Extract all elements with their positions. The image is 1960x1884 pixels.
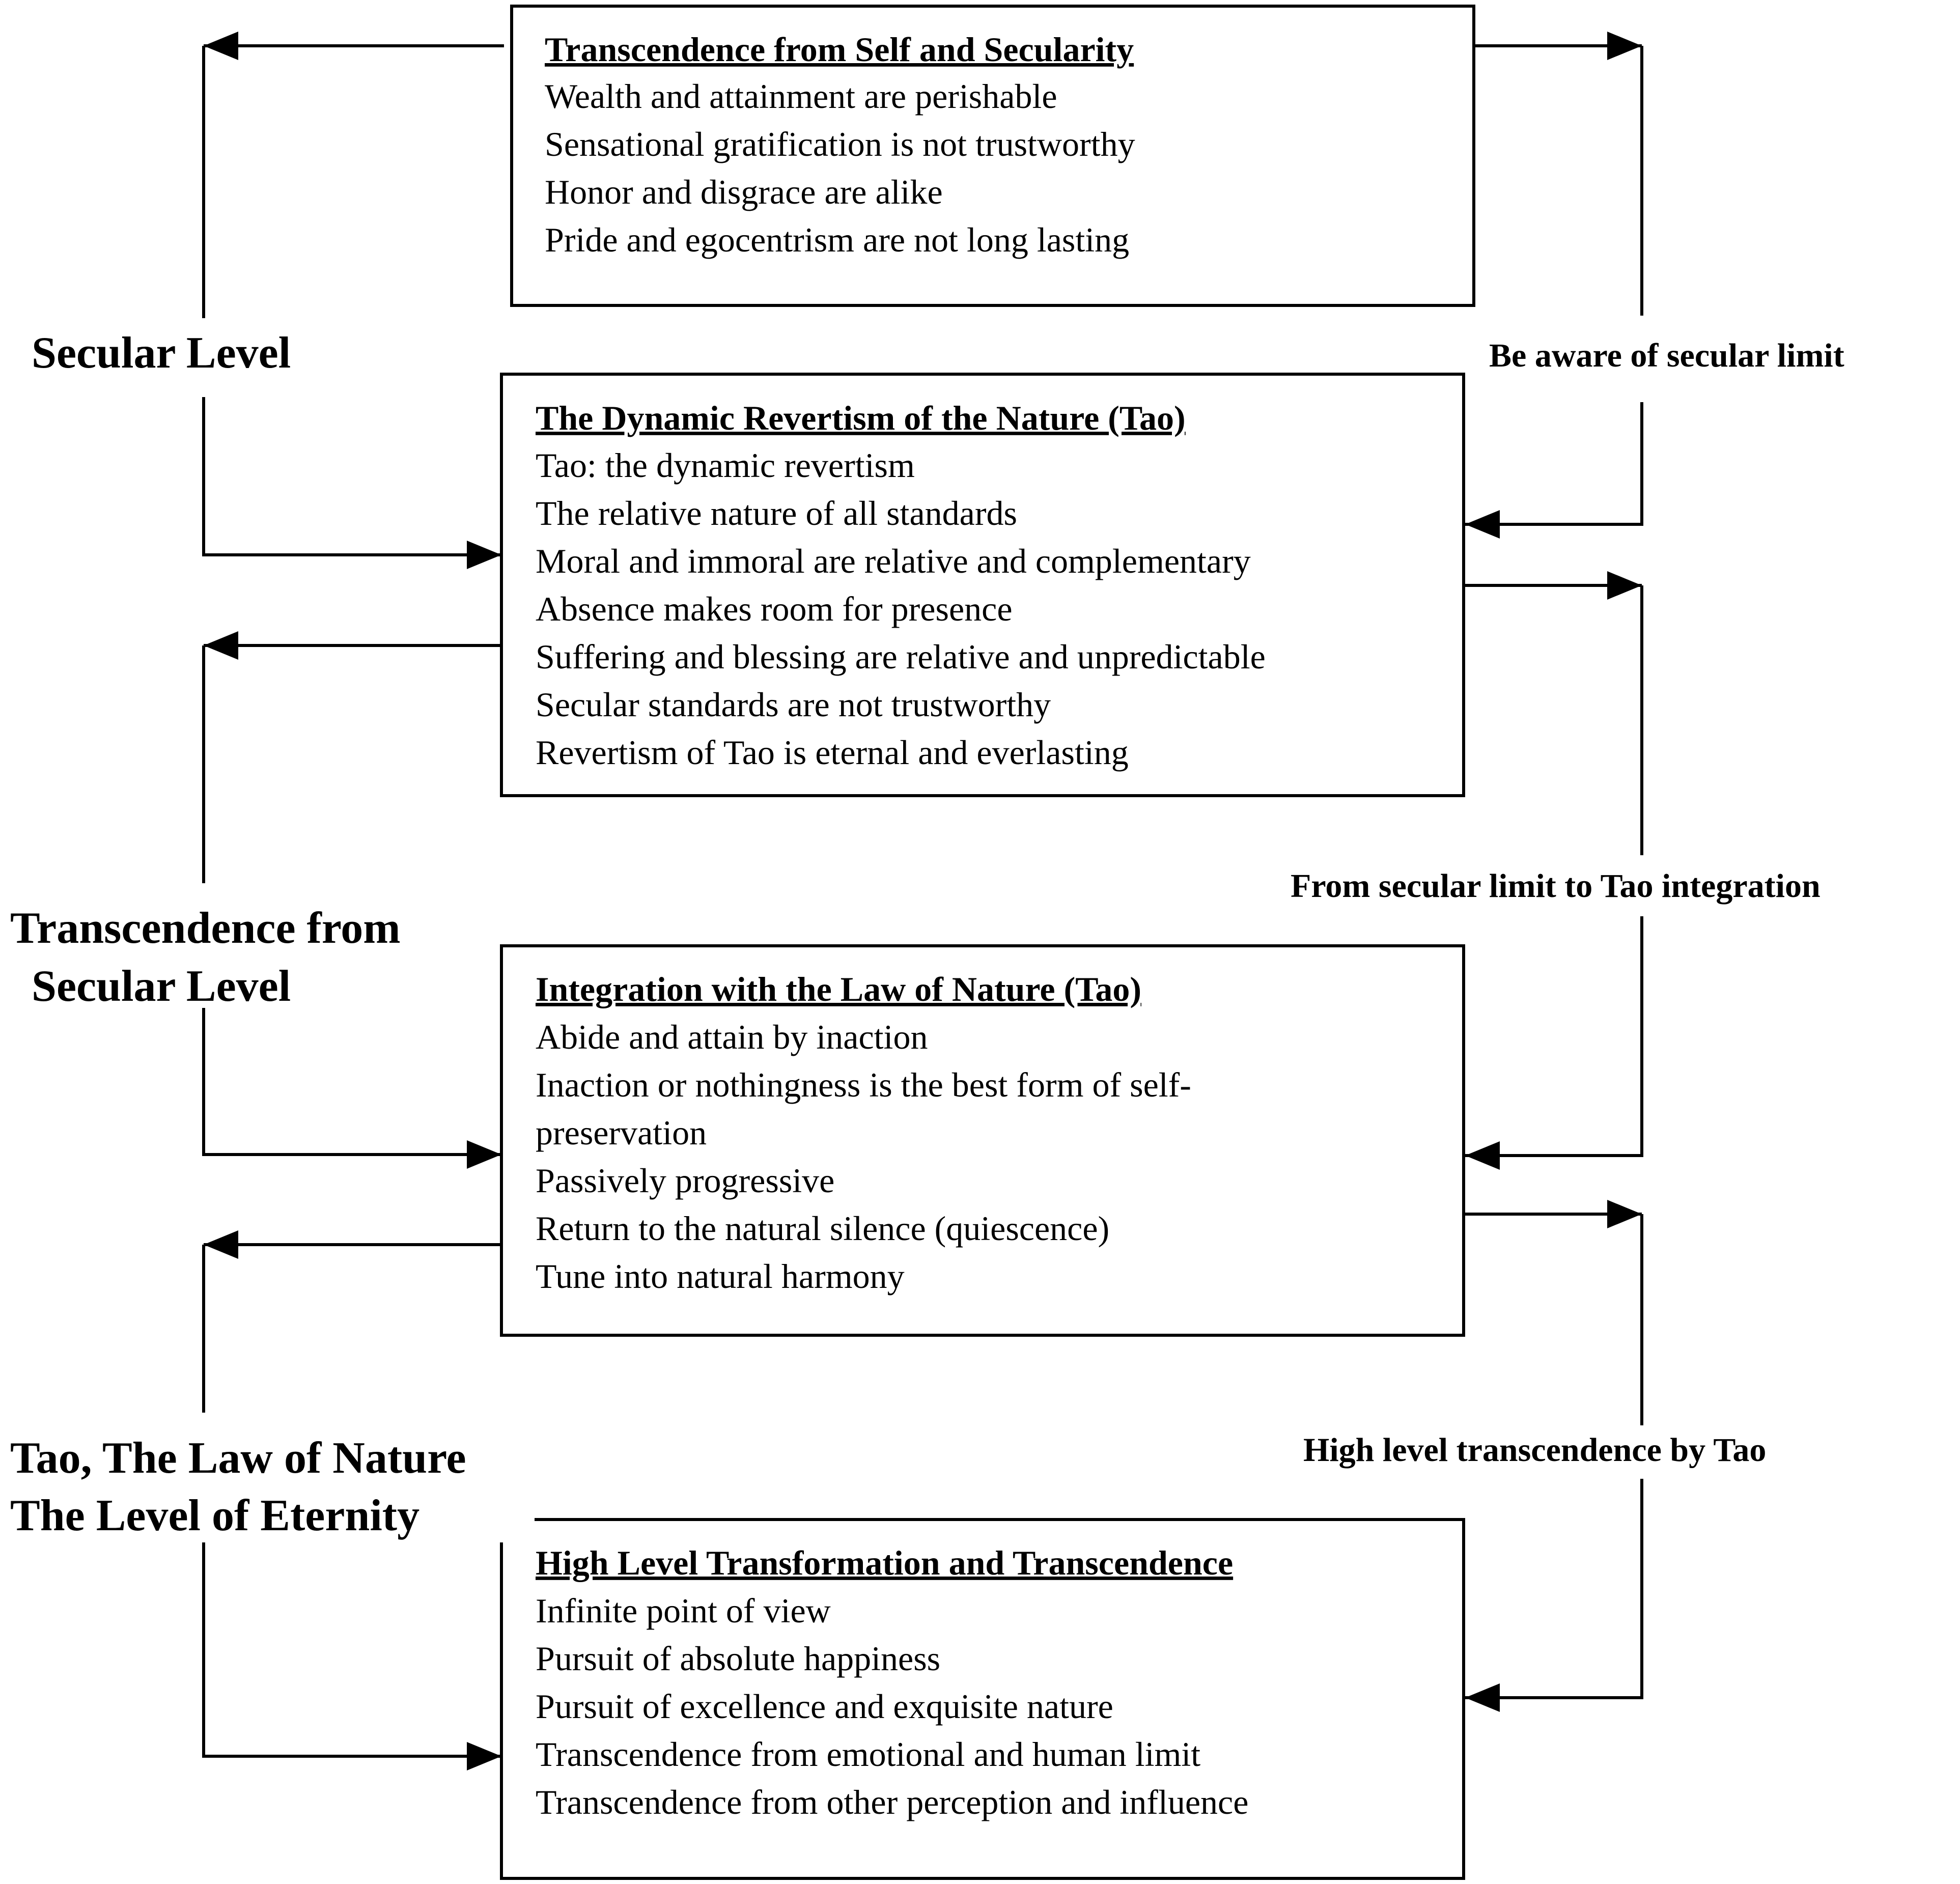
right-label-tao-integration: From secular limit to Tao integration: [1283, 855, 1957, 916]
right-connector-1-return-arrowhead: [1465, 510, 1500, 539]
right-label-secular-limit: Be aware of secular limit: [1479, 318, 1957, 402]
left-connector-2: [202, 631, 501, 1169]
left-label-line: Transcendence from: [10, 904, 401, 953]
box-line: Tao: the dynamic revertism: [536, 446, 915, 485]
box-title: Integration with the Law of Nature (Tao): [536, 970, 1141, 1008]
left-connector-2-arrowhead: [204, 631, 238, 660]
left-connector-2-return: [202, 1008, 501, 1156]
box-line: Suffering and blessing are relative and …: [536, 637, 1266, 676]
right-connector-2-return-arrowhead: [1465, 1141, 1500, 1170]
right-connector-3-return-arrowhead: [1465, 1683, 1500, 1712]
left-connector-1: [202, 32, 504, 569]
left-label-tao-eternity: Tao, The Law of Nature The Level of Eter…: [5, 1413, 535, 1542]
box-high-level-transformation-frame: [500, 1518, 1465, 1880]
box-dynamic-revertism: The Dynamic Revertism of the Nature (Tao…: [500, 373, 1465, 797]
right-connector-3-arrowhead: [1607, 1200, 1642, 1228]
box-dynamic-revertism-frame: [500, 373, 1465, 797]
box-line: Return to the natural silence (quiescenc…: [536, 1209, 1109, 1248]
box-high-level-transformation: High Level Transformation and Transcende…: [500, 1518, 1465, 1880]
box-line: Pride and egocentrism are not long lasti…: [545, 220, 1129, 259]
left-connector-1-arrowhead: [204, 32, 238, 60]
right-connector-1: [1464, 32, 1643, 539]
right-connector-2: [1464, 571, 1643, 1170]
box-line: Abide and attain by inaction: [536, 1018, 928, 1056]
left-label-line: Tao, The Law of Nature: [10, 1433, 466, 1483]
box-self-secularity: Transcendence from Self and Secularity W…: [510, 5, 1475, 307]
box-line: Transcendence from other perception and …: [536, 1783, 1248, 1821]
left-label-line: Secular Level: [32, 328, 291, 378]
box-line: Transcendence from emotional and human l…: [536, 1735, 1200, 1774]
right-label-high-level: High level transcendence by Tao: [1293, 1425, 1894, 1479]
box-integration-tao-frame: [500, 944, 1465, 1337]
box-line: Pursuit of absolute happiness: [536, 1639, 940, 1678]
right-connector-3: [1464, 1200, 1643, 1712]
left-connector-3: [202, 1230, 501, 1770]
box-title: High Level Transformation and Transcende…: [536, 1543, 1233, 1582]
left-connector-3-return: [202, 1542, 501, 1758]
left-label-line: The Level of Eternity: [10, 1491, 419, 1540]
left-label-line: Secular Level: [32, 962, 291, 1011]
left-connector-1-return: [202, 397, 501, 556]
right-label-text: High level transcendence by Tao: [1303, 1431, 1766, 1469]
box-line: Sensational gratification is not trustwo…: [545, 125, 1135, 163]
box-line: Moral and immoral are relative and compl…: [536, 542, 1251, 580]
left-label-secular-level: Secular Level: [20, 318, 346, 389]
box-line: Wealth and attainment are perishable: [545, 77, 1057, 116]
left-connector-3-return-arrowhead: [467, 1742, 501, 1770]
box-line: Inaction or nothingness is the best form…: [536, 1065, 1191, 1104]
box-line: Passively progressive: [536, 1161, 834, 1200]
box-self-secularity-frame: [510, 5, 1475, 307]
box-line: Secular standards are not trustworthy: [536, 685, 1051, 724]
right-label-text: Be aware of secular limit: [1489, 337, 1844, 374]
left-connector-2-return-arrowhead: [467, 1140, 501, 1169]
box-line: Revertism of Tao is eternal and everlast…: [536, 733, 1129, 772]
left-label-transcendence-secular: Transcendence from Secular Level: [5, 883, 463, 1011]
box-line: Pursuit of excellence and exquisite natu…: [536, 1687, 1113, 1726]
box-line: The relative nature of all standards: [536, 494, 1017, 532]
left-connector-3-arrowhead: [204, 1230, 238, 1259]
right-connector-3-return: [1465, 1479, 1643, 1699]
right-connector-1-arrowhead: [1607, 32, 1642, 60]
right-label-text: From secular limit to Tao integration: [1291, 867, 1821, 905]
box-line: Tune into natural harmony: [536, 1257, 905, 1296]
box-title: Transcendence from Self and Secularity: [545, 30, 1134, 69]
box-line: preservation: [536, 1113, 707, 1152]
right-connector-2-arrowhead: [1607, 571, 1642, 600]
right-connector-2-return: [1465, 916, 1643, 1157]
right-connector-1-return: [1465, 402, 1643, 526]
box-line: Honor and disgrace are alike: [545, 173, 943, 211]
left-connector-1-return-arrowhead: [467, 541, 501, 569]
box-integration-tao: Integration with the Law of Nature (Tao)…: [500, 944, 1465, 1337]
box-line: Infinite point of view: [536, 1591, 831, 1630]
box-title: The Dynamic Revertism of the Nature (Tao…: [536, 399, 1186, 437]
box-line: Absence makes room for presence: [536, 589, 1013, 628]
